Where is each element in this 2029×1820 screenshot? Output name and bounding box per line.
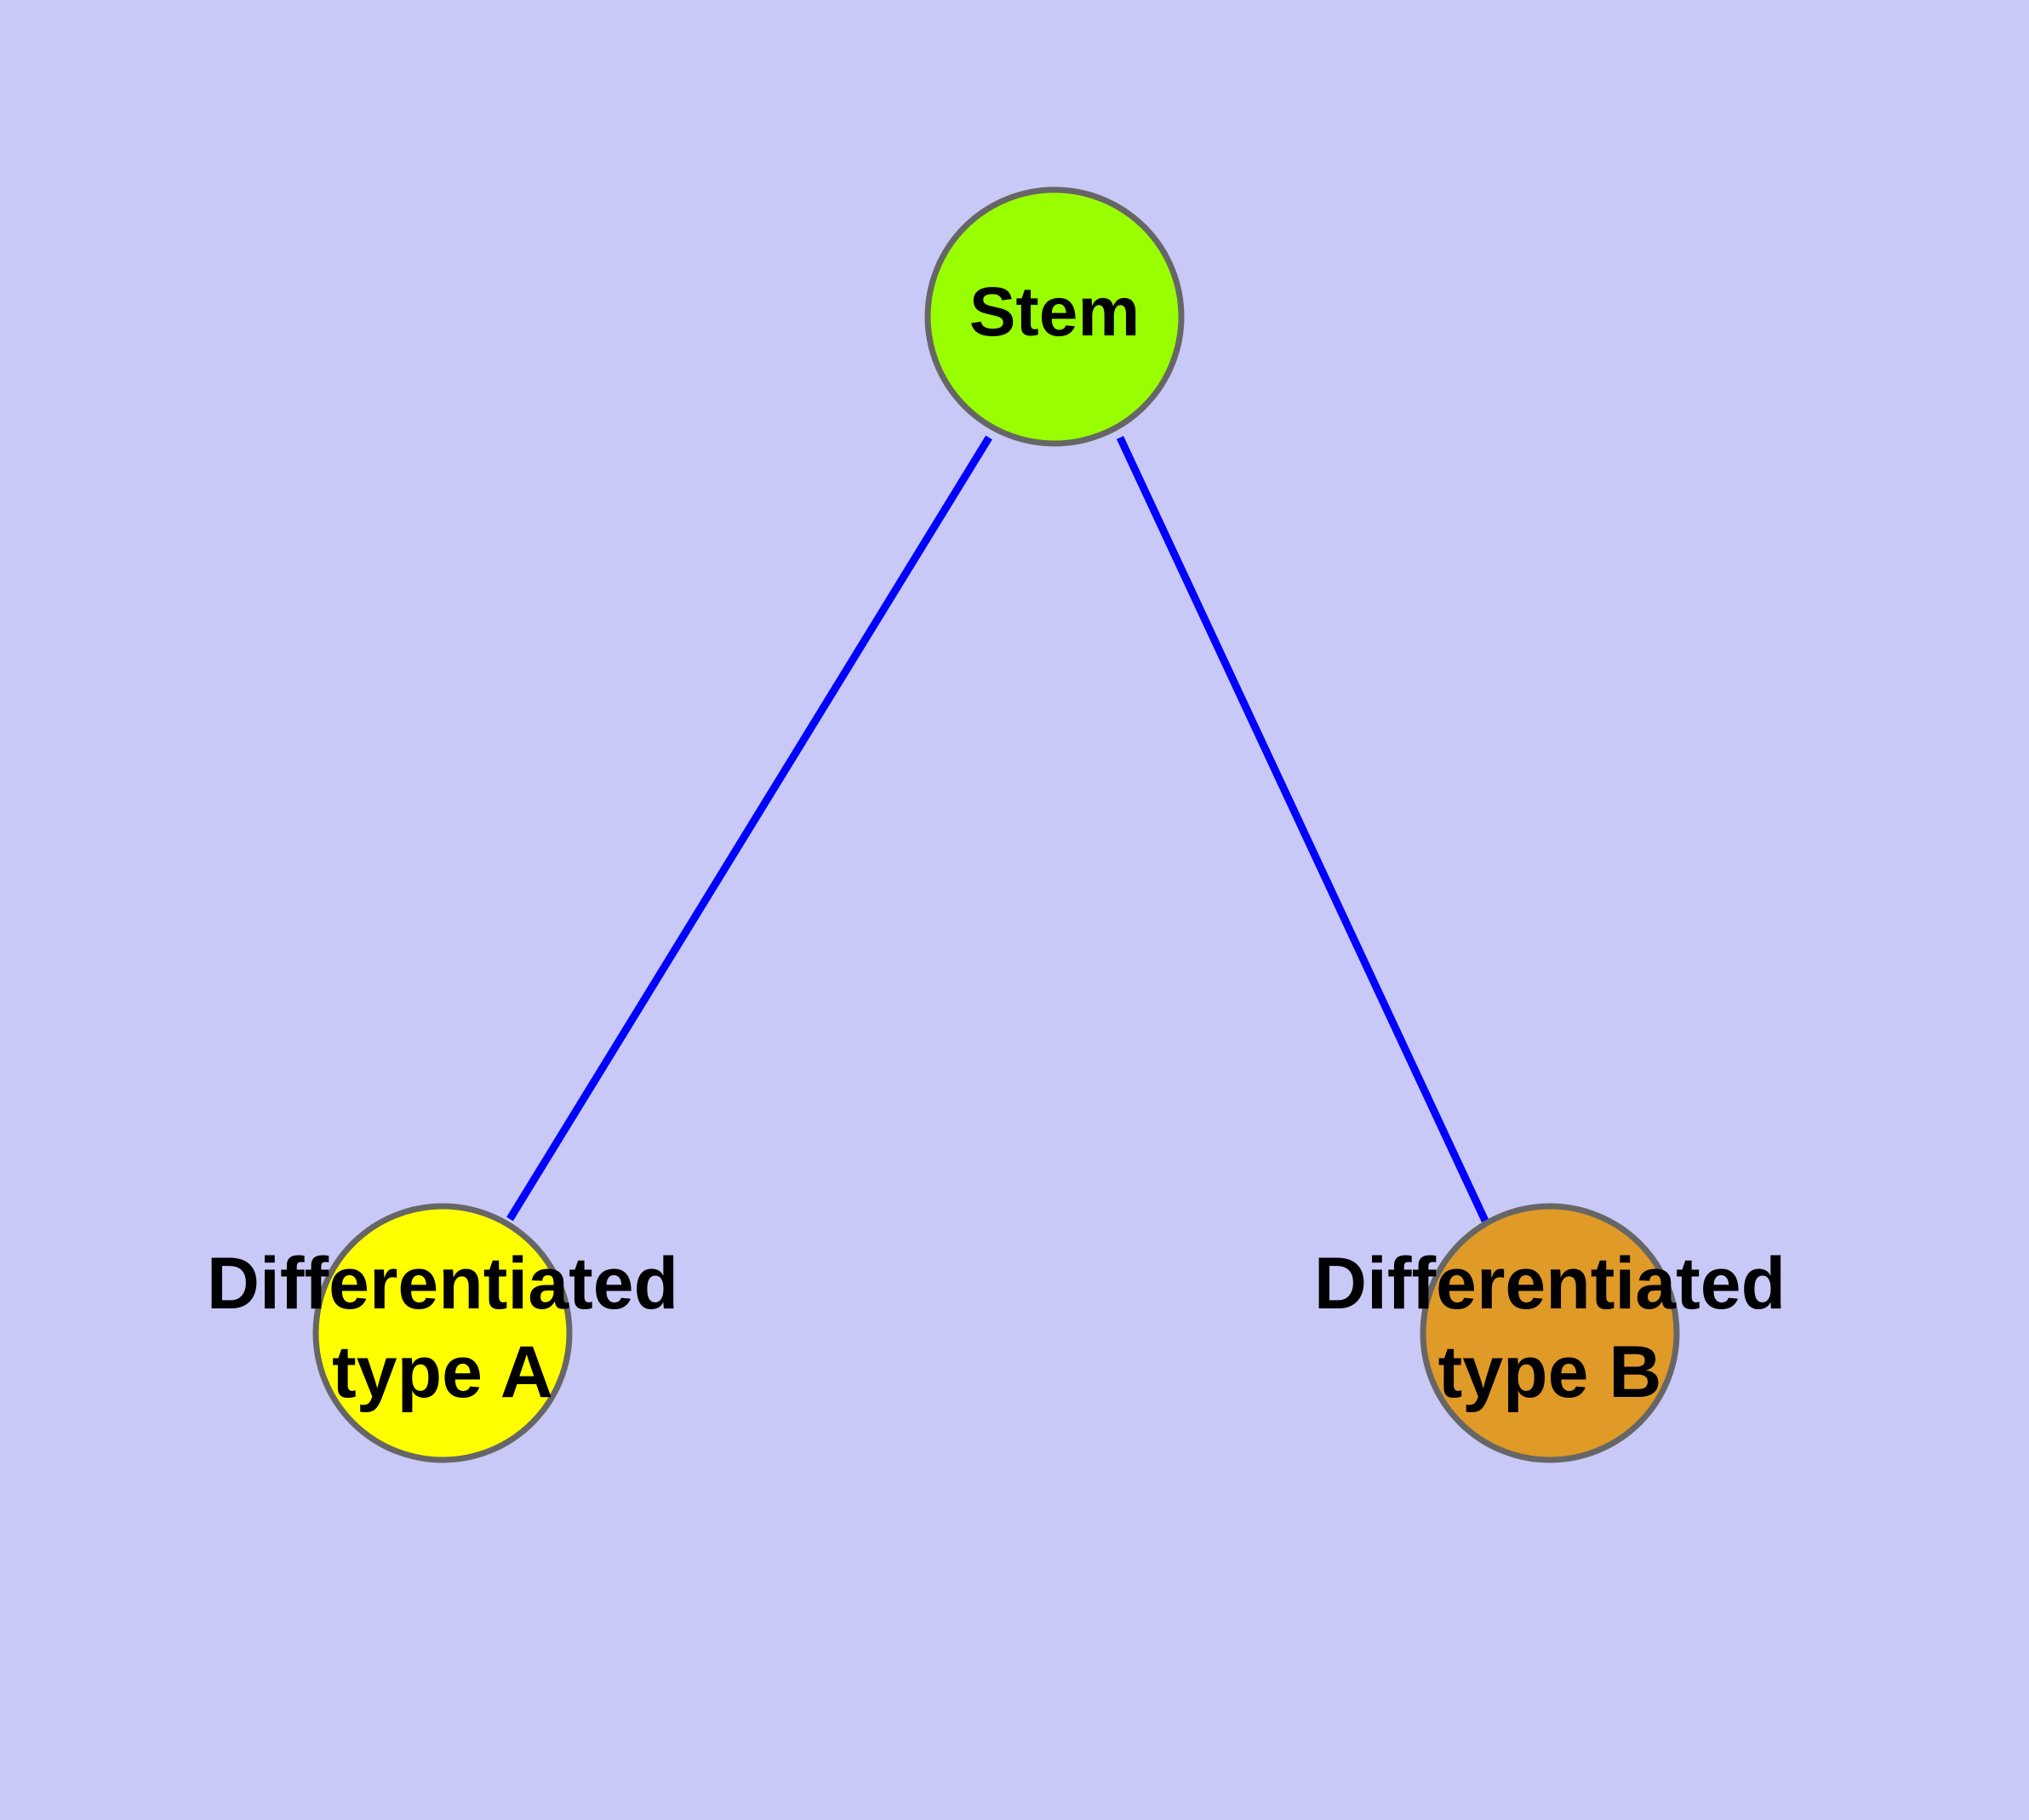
edge-stem-to-differentiated-type-a[interactable] [506, 435, 992, 1222]
node-differentiated-type-a[interactable] [312, 1203, 573, 1463]
node-stem[interactable] [924, 186, 1185, 447]
node-stem-label: Stem [969, 273, 1140, 351]
node-differentiated-type-b-circle[interactable] [1420, 1203, 1680, 1463]
node-stem-circle[interactable] [924, 186, 1185, 447]
node-differentiated-type-a-circle[interactable] [312, 1203, 573, 1463]
node-differentiated-type-b[interactable] [1420, 1203, 1680, 1463]
edge-stem-to-differentiated-type-b[interactable] [1116, 436, 1489, 1222]
